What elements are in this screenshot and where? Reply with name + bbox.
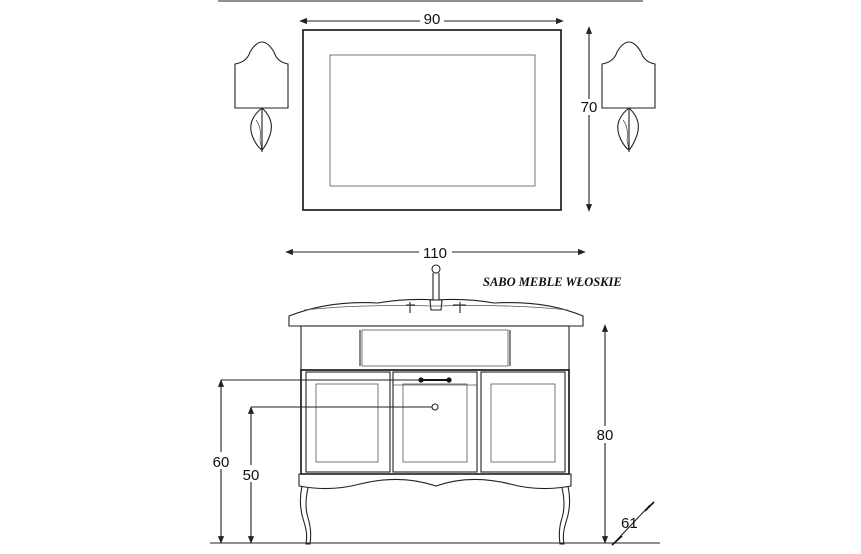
left-wall-lamp [234, 41, 289, 152]
right-door [480, 371, 566, 473]
drawer-handle-right [446, 377, 452, 383]
mirror-width-label-bg [420, 10, 444, 26]
depth-line [615, 504, 651, 542]
depth-label: 61 [621, 515, 638, 532]
vanity [288, 264, 584, 545]
mirror-glass [329, 54, 536, 187]
washbasin [288, 298, 584, 327]
mirror-width-label: 90 [424, 11, 441, 28]
vanity-width-label-bg [419, 242, 452, 259]
right-wall-lamp [601, 41, 656, 152]
left-leg [299, 485, 312, 545]
vanity-width-label: 110 [423, 245, 447, 262]
vanity-height-label: 80 [597, 427, 614, 444]
cabinet-top-band [300, 325, 570, 371]
mirror-frame [302, 29, 562, 211]
left-lamp-shade [234, 41, 289, 109]
top-drawer-front [361, 329, 509, 367]
brand-label: SABO MEBLE WŁOSKIE [483, 275, 622, 289]
handle-height-label: 60 [213, 454, 230, 471]
mirror-height-label: 70 [581, 99, 598, 116]
door-knob [431, 403, 439, 411]
right-lamp-shade [601, 41, 656, 109]
left-door [305, 371, 391, 473]
cabinet-body [300, 369, 570, 475]
right-leg [558, 485, 571, 545]
mirror [302, 29, 562, 211]
knob-height-label: 50 [243, 467, 260, 484]
middle-door [392, 371, 478, 473]
cabinet-skirt [298, 473, 572, 490]
mirror-height-label-bg [578, 99, 600, 115]
